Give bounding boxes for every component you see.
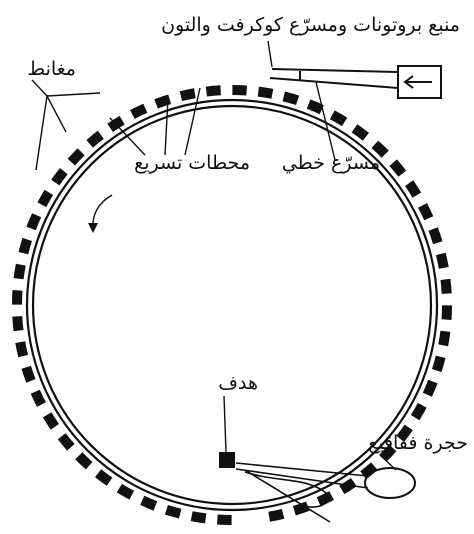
magnet-segment: [12, 316, 24, 332]
bubble-chamber-assembly: [235, 462, 416, 523]
leader-line-linear-accelerator: [315, 81, 336, 161]
magnet-segment: [154, 94, 172, 109]
magnet-segment: [282, 91, 300, 105]
magnet-segment: [217, 514, 232, 525]
magnet-segment: [268, 509, 285, 522]
magnet-segment: [339, 478, 357, 495]
magnet-segment: [389, 159, 407, 177]
magnet-segment: [67, 148, 85, 166]
magnet-segment: [30, 389, 46, 407]
magnet-segments: [12, 85, 452, 525]
magnet-segment: [440, 278, 452, 294]
magnet-segment: [418, 203, 434, 221]
label-target: هدف: [218, 372, 258, 394]
magnet-segment: [396, 424, 413, 442]
label-magnets: مغانط: [27, 58, 76, 80]
magnet-segment: [205, 85, 221, 97]
leader-line-stations: [109, 117, 146, 156]
magnet-segment: [316, 491, 334, 507]
magnet-segment: [428, 227, 443, 245]
magnet-segment: [436, 252, 449, 269]
leader-line-bubble-chamber: [379, 454, 397, 471]
magnet-segment: [26, 213, 42, 231]
beam-pipe-inner-line: [31, 104, 433, 506]
magnet-segment: [95, 469, 113, 486]
magnet-segment: [130, 103, 148, 119]
magnet-segment: [432, 355, 446, 373]
magnet-segment: [57, 433, 75, 451]
proton-source: [397, 65, 442, 99]
magnet-segment: [306, 99, 324, 115]
magnet-segment: [371, 140, 389, 158]
bubble-chamber-icon: [364, 467, 416, 499]
leader-line-target: [223, 395, 227, 453]
leader-line-source: [267, 40, 273, 68]
magnet-segment: [422, 379, 438, 397]
magnet-segment: [13, 263, 26, 280]
magnet-segment: [21, 365, 36, 383]
beam-pipe-outer-line: [25, 98, 439, 512]
magnet-segment: [51, 168, 68, 186]
magnet-segment: [190, 511, 207, 524]
magnet-segment: [405, 180, 422, 198]
label-bubble-chamber: حجرة فقاقيع: [368, 432, 468, 454]
magnet-segment: [86, 130, 104, 148]
magnet-segment: [441, 305, 452, 320]
leader-line-magnets: [46, 92, 101, 97]
linear-accelerator: [269, 68, 399, 89]
label-acceleration-stations: محطات تسريع: [134, 152, 250, 174]
magnet-segment: [351, 124, 369, 141]
leader-lines: [31, 40, 397, 471]
magnet-segment: [116, 483, 135, 500]
magnet-segment: [140, 495, 158, 511]
particle-track: [244, 471, 329, 508]
leader-line-magnets: [46, 95, 67, 133]
leader-line-stations: [184, 87, 201, 156]
magnet-segment: [37, 189, 54, 208]
leader-line-magnets: [35, 95, 48, 171]
magnet-segment: [292, 501, 310, 516]
magnet-segment: [438, 330, 451, 347]
label-proton-source: منبع بروتونات ومسرّع كوكرفت والتون: [161, 14, 460, 36]
magnet-segment: [15, 341, 28, 358]
magnet-segment: [18, 237, 32, 255]
leader-line-stations: [164, 97, 169, 156]
magnet-segment: [12, 290, 23, 305]
leader-line-magnets: [31, 79, 48, 97]
magnet-segment: [329, 110, 348, 127]
magnet-segment: [164, 505, 182, 519]
magnet-segment: [410, 402, 427, 421]
magnet-segment: [257, 86, 274, 99]
magnet-segment: [75, 452, 93, 470]
magnet-segment: [42, 412, 59, 430]
beam-direction-arrowhead: [88, 223, 98, 233]
label-linear-accelerator: مسرّع خطي: [281, 152, 380, 174]
target-marker: [219, 452, 235, 468]
magnet-segment: [232, 85, 247, 96]
magnet-segment: [179, 88, 196, 101]
